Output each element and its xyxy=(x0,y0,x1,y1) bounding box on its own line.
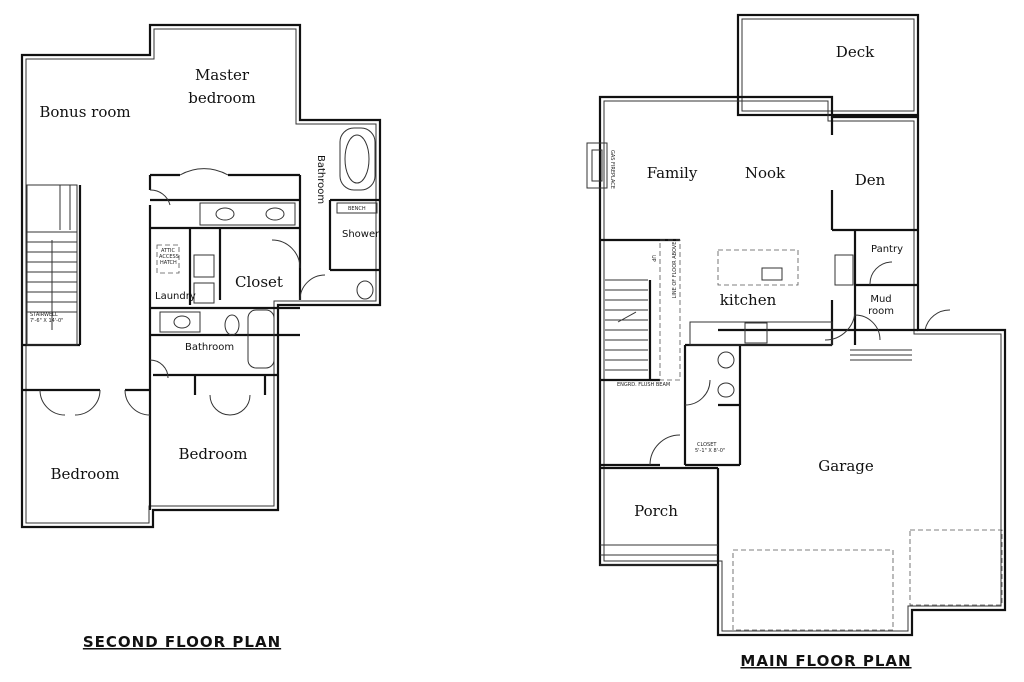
second-floor-plan: Bonus room Master bedroom Bathroom BENCH… xyxy=(20,23,382,651)
room-label-bathroom: Bathroom xyxy=(185,342,234,353)
main-floor-title: MAIN FLOOR PLAN xyxy=(740,652,911,670)
label-up: UP xyxy=(650,255,656,262)
garage-door-1 xyxy=(732,549,894,631)
dryer-icon xyxy=(193,282,215,304)
room-label-laundry: Laundry xyxy=(155,291,196,302)
room-label-master-2: bedroom xyxy=(188,89,256,107)
label-stairwell-dim: 7'-6" X 14'-0" xyxy=(30,318,63,324)
kitchen-counter xyxy=(689,321,833,346)
toilet-icon xyxy=(717,382,735,398)
room-label-closet: Closet xyxy=(235,273,283,291)
label-attic-access: ACCESS xyxy=(159,254,179,260)
room-label-bedroom-left: Bedroom xyxy=(51,465,120,483)
main-floor-doors xyxy=(649,261,951,466)
room-label-den: Den xyxy=(855,171,886,189)
room-label-deck: Deck xyxy=(836,43,875,61)
steps xyxy=(600,349,912,566)
room-label-pantry: Pantry xyxy=(871,244,903,255)
sink-icon xyxy=(265,207,285,221)
main-floor-plan: Deck Family Nook Den Pantry kitchen Mud … xyxy=(586,13,1007,670)
fridge-icon xyxy=(834,254,854,286)
room-label-master-1: Master xyxy=(195,66,250,84)
room-label-bonus: Bonus room xyxy=(39,103,130,121)
label-attic-hatch: HATCH xyxy=(160,260,177,266)
sink-icon xyxy=(761,267,783,281)
room-label-shower: Shower xyxy=(342,229,380,240)
room-label-nook: Nook xyxy=(745,164,786,182)
garage-door-2 xyxy=(909,529,1003,606)
label-closet-dim: 5'-1" X 8'-0" xyxy=(695,448,725,454)
second-floor-outline xyxy=(20,23,382,529)
room-label-mud: Mud xyxy=(870,294,891,305)
room-label-master-bath: Bathroom xyxy=(315,155,326,204)
double-vanity xyxy=(199,202,296,226)
second-floor-doors xyxy=(39,168,326,416)
room-label-mud-room: room xyxy=(868,306,894,317)
sink-icon xyxy=(215,207,235,221)
label-bench: BENCH xyxy=(348,206,366,212)
bathtub-icon xyxy=(247,309,275,369)
second-floor-walls xyxy=(22,173,380,510)
fireplace-icon xyxy=(586,142,608,189)
second-floor-title: SECOND FLOOR PLAN xyxy=(83,633,281,651)
sink-icon xyxy=(717,351,735,369)
toilet-icon xyxy=(356,280,374,300)
sink-icon xyxy=(173,315,191,329)
room-label-garage: Garage xyxy=(818,457,874,475)
bath-vanity xyxy=(159,311,201,333)
main-stairs xyxy=(605,239,681,381)
room-label-porch: Porch xyxy=(634,502,678,520)
label-floor-above: LINE OF FLOOR ABOVE xyxy=(672,242,678,299)
toilet-icon xyxy=(224,314,240,336)
label-fireplace: GAS FIREPLACE xyxy=(609,150,615,189)
label-stairwell: STAIRWELL xyxy=(30,312,58,318)
room-label-bedroom-right: Bedroom xyxy=(179,445,248,463)
range-icon xyxy=(744,322,768,344)
bathtub-icon xyxy=(339,127,376,191)
stairwell-stairs xyxy=(26,184,78,346)
kitchen-island xyxy=(717,249,799,286)
label-closet: CLOSET xyxy=(697,442,717,448)
attic-hatch xyxy=(156,244,180,274)
label-beam: ENGRD. FLUSH BEAM xyxy=(617,382,670,388)
room-label-kitchen: kitchen xyxy=(720,291,777,309)
deck xyxy=(736,13,920,117)
room-label-family: Family xyxy=(647,164,698,182)
washer-icon xyxy=(193,254,215,278)
label-attic: ATTIC xyxy=(161,248,176,254)
